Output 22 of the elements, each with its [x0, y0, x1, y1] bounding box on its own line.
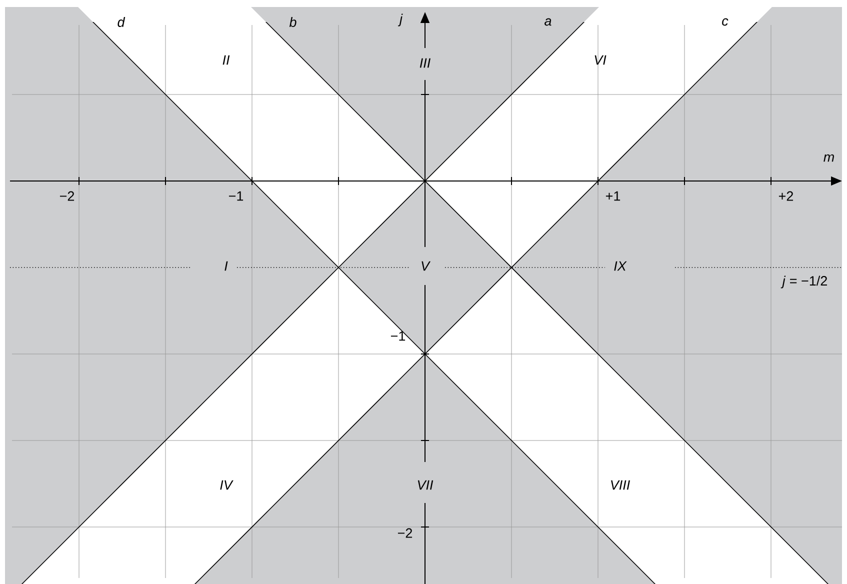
- tick-label: −1: [390, 331, 406, 341]
- region-label: IX: [614, 261, 627, 271]
- region-label: VII: [418, 480, 434, 490]
- axis-label: m: [824, 154, 834, 162]
- region-label: II: [222, 55, 230, 65]
- tick-label: −1: [228, 191, 244, 201]
- axis-label: j: [398, 14, 403, 26]
- region-label: III: [420, 58, 430, 68]
- tick-label: −2: [60, 191, 74, 201]
- line-label: j = −1/2: [780, 276, 827, 288]
- region-label: VIII: [611, 480, 630, 490]
- line-label: b: [289, 17, 296, 27]
- tick-label: −2: [398, 528, 412, 538]
- tick-label: +2: [778, 191, 794, 201]
- tick-label: +1: [606, 191, 620, 201]
- region-label: IV: [220, 480, 234, 490]
- region-label: V: [422, 261, 431, 271]
- line-label: c: [722, 18, 728, 26]
- line-label: a: [544, 18, 552, 26]
- region-label: VI: [594, 55, 606, 65]
- region-label: I: [224, 261, 228, 271]
- line-label: d: [118, 17, 126, 27]
